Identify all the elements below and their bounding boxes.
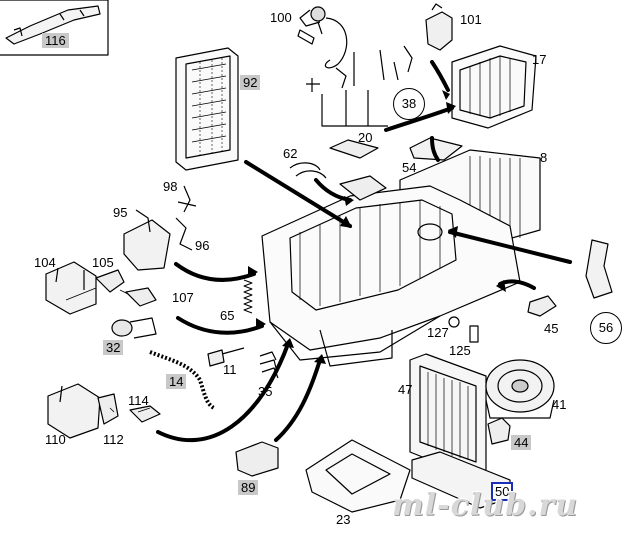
label-104: 104 [34, 255, 56, 270]
label-65: 65 [220, 308, 235, 323]
spring-65 [243, 279, 253, 314]
link-96 [175, 217, 193, 251]
label-32: 32 [103, 340, 124, 355]
site-watermark: ml-club.ru [392, 488, 579, 523]
label-23: 23 [336, 512, 351, 527]
heater-core-92 [175, 47, 239, 171]
lever-105 [95, 269, 125, 293]
bracket-116 [5, 5, 101, 45]
label-127: 127 [427, 325, 449, 340]
label-56: 56 [590, 312, 622, 344]
link-107 [125, 287, 157, 307]
lower-housing-23 [305, 439, 411, 513]
screw-125 [469, 325, 479, 343]
lever-112 [97, 393, 119, 425]
label-101: 101 [460, 12, 482, 27]
bracket-54 [409, 137, 463, 161]
part-62 [289, 162, 327, 179]
label-41: 41 [552, 397, 567, 412]
actuator-104 [45, 261, 97, 315]
label-92: 92 [240, 75, 261, 90]
arrow-32 [176, 316, 264, 335]
label-125: 125 [449, 343, 471, 358]
blower-41 [485, 359, 555, 419]
label-54: 54 [402, 160, 417, 175]
sensor-32 [111, 317, 157, 339]
link-114 [129, 405, 161, 423]
arrow-54 [430, 136, 440, 162]
sensor-100 [297, 6, 348, 69]
label-17: 17 [532, 52, 547, 67]
label-95: 95 [113, 205, 128, 220]
lever-98 [177, 185, 197, 213]
arm-56 [585, 239, 613, 299]
label-11: 11 [223, 362, 237, 377]
actuator-95 [123, 209, 171, 271]
label-50[interactable]: 50 [491, 482, 514, 501]
label-89: 89 [238, 480, 259, 495]
label-35: 35 [258, 384, 273, 399]
label-116: 116 [42, 33, 69, 48]
arrow-92 [244, 160, 352, 228]
arrow-114 [156, 342, 290, 443]
actuator-110 [47, 383, 101, 439]
seal-20 [329, 139, 379, 159]
label-96: 96 [195, 238, 210, 253]
filter-47 [409, 353, 487, 477]
label-100: 100 [270, 10, 292, 25]
connector-45 [527, 295, 557, 317]
label-98: 98 [163, 179, 178, 194]
arrow-8 [448, 230, 572, 264]
label-62: 62 [283, 146, 298, 161]
arrow-95 [174, 262, 256, 282]
screws-38 [306, 45, 413, 127]
plug-89 [235, 441, 279, 477]
label-44: 44 [511, 435, 532, 450]
housing-17 [451, 45, 537, 129]
label-38: 38 [393, 88, 425, 120]
label-20: 20 [358, 130, 373, 145]
label-14: 14 [166, 374, 187, 389]
label-114: 114 [128, 393, 149, 408]
label-8: 8 [540, 150, 548, 165]
label-45: 45 [544, 321, 559, 336]
label-110: 110 [45, 432, 66, 447]
actuator-101 [425, 3, 453, 51]
clip-11 [207, 347, 245, 367]
label-47: 47 [398, 382, 413, 397]
label-112: 112 [103, 432, 124, 447]
resistor-44 [487, 417, 511, 445]
inset-frame [0, 0, 109, 56]
label-105: 105 [92, 255, 114, 270]
arrow-38 [384, 106, 454, 132]
arrow-101 [430, 60, 450, 92]
washer-127 [448, 316, 460, 328]
label-107: 107 [172, 290, 194, 305]
arrow-89 [274, 358, 322, 442]
